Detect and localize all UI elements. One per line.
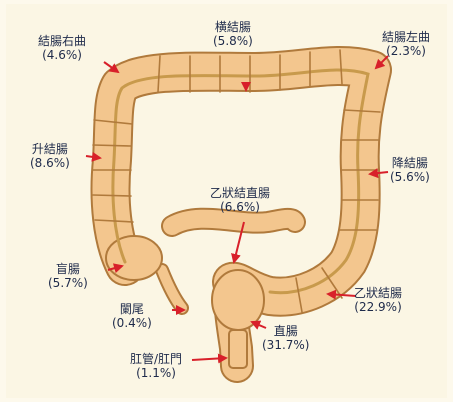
label-appendix: 闌尾 (0.4%)	[112, 302, 152, 330]
label-name: 盲腸	[48, 262, 88, 276]
label-name: 降結腸	[390, 156, 430, 170]
label-percent: (22.9%)	[354, 300, 402, 314]
label-anal-canal: 肛管/肛門 (1.1%)	[130, 352, 182, 380]
label-percent: (2.3%)	[382, 44, 430, 58]
label-name: 乙狀結腸	[354, 286, 402, 300]
label-name: 横結腸	[213, 20, 253, 34]
anal-canal-shape	[229, 330, 247, 368]
label-name: 乙狀結直腸	[210, 186, 270, 200]
label-sigmoid-colon: 乙狀結腸 (22.9%)	[354, 286, 402, 314]
label-rectosigmoid: 乙狀結直腸 (6.6%)	[210, 186, 270, 214]
label-percent: (5.8%)	[213, 34, 253, 48]
label-cecum: 盲腸 (5.7%)	[48, 262, 88, 290]
label-name: 升結腸	[30, 142, 70, 156]
label-name: 直腸	[262, 324, 309, 338]
label-name: 肛管/肛門	[130, 352, 182, 366]
label-percent: (5.6%)	[390, 170, 430, 184]
label-name: 結腸右曲	[38, 34, 86, 48]
label-percent: (0.4%)	[112, 316, 152, 330]
label-splenic-flexure: 結腸左曲 (2.3%)	[382, 30, 430, 58]
label-ascending-colon: 升結腸 (8.6%)	[30, 142, 70, 170]
rectum-shape	[212, 270, 264, 330]
label-descending-colon: 降結腸 (5.6%)	[390, 156, 430, 184]
label-percent: (4.6%)	[38, 48, 86, 62]
label-name: 闌尾	[112, 302, 152, 316]
label-percent: (6.6%)	[210, 200, 270, 214]
cecum-shape	[106, 236, 162, 280]
label-rectum: 直腸 (31.7%)	[262, 324, 309, 352]
label-hepatic-flexure: 結腸右曲 (4.6%)	[38, 34, 86, 62]
label-percent: (31.7%)	[262, 338, 309, 352]
label-transverse-colon: 横結腸 (5.8%)	[213, 20, 253, 48]
label-percent: (8.6%)	[30, 156, 70, 170]
label-percent: (1.1%)	[130, 366, 182, 380]
label-name: 結腸左曲	[382, 30, 430, 44]
label-percent: (5.7%)	[48, 276, 88, 290]
